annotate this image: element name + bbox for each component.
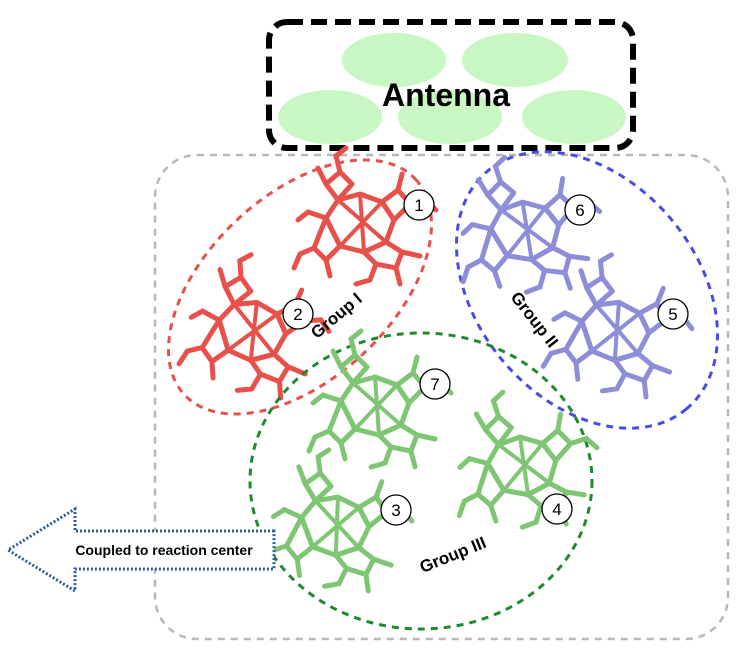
- antenna-blob: [278, 90, 382, 144]
- molecule-number-label: 1: [414, 196, 423, 215]
- antenna-blob: [398, 90, 502, 144]
- badge-7: 7: [419, 368, 451, 400]
- antenna-blob: [522, 90, 626, 144]
- molecule-number-label: 6: [575, 201, 584, 220]
- badge-6: 6: [564, 194, 596, 226]
- reaction-center-arrow: Coupled to reaction center: [5, 506, 276, 594]
- molecule-number-label: 3: [391, 501, 400, 520]
- group-1-boundary: [167, 158, 433, 416]
- chlorophyll-molecule-4: [451, 386, 602, 532]
- group-2-boundary: [455, 150, 719, 430]
- group-3-boundary: [248, 331, 594, 631]
- badge-2: 2: [282, 298, 314, 330]
- molecule-number-label: 7: [430, 375, 439, 394]
- badge-1: 1: [403, 189, 435, 221]
- left-arrow-icon: [5, 506, 276, 594]
- chlorophyll-molecule-7: [309, 331, 451, 467]
- molecule-number-label: 4: [552, 500, 561, 519]
- group-3-label: Group III: [417, 533, 489, 577]
- reaction-center-label: Coupled to reaction center: [75, 542, 253, 558]
- antenna-complex: Antenna: [266, 19, 636, 151]
- antenna-label: Antenna: [382, 77, 510, 113]
- badge-3: 3: [380, 494, 412, 526]
- antenna-blob: [462, 33, 568, 87]
- group-1: Group I: [167, 112, 479, 416]
- molecule-number-label: 2: [293, 305, 302, 324]
- badge-5: 5: [657, 298, 689, 330]
- antenna-border: [266, 19, 636, 151]
- badge-4: 4: [541, 493, 573, 525]
- antenna-blob: [342, 33, 446, 87]
- molecule-number-label: 5: [668, 305, 677, 324]
- outer-complex-boundary: [153, 153, 730, 641]
